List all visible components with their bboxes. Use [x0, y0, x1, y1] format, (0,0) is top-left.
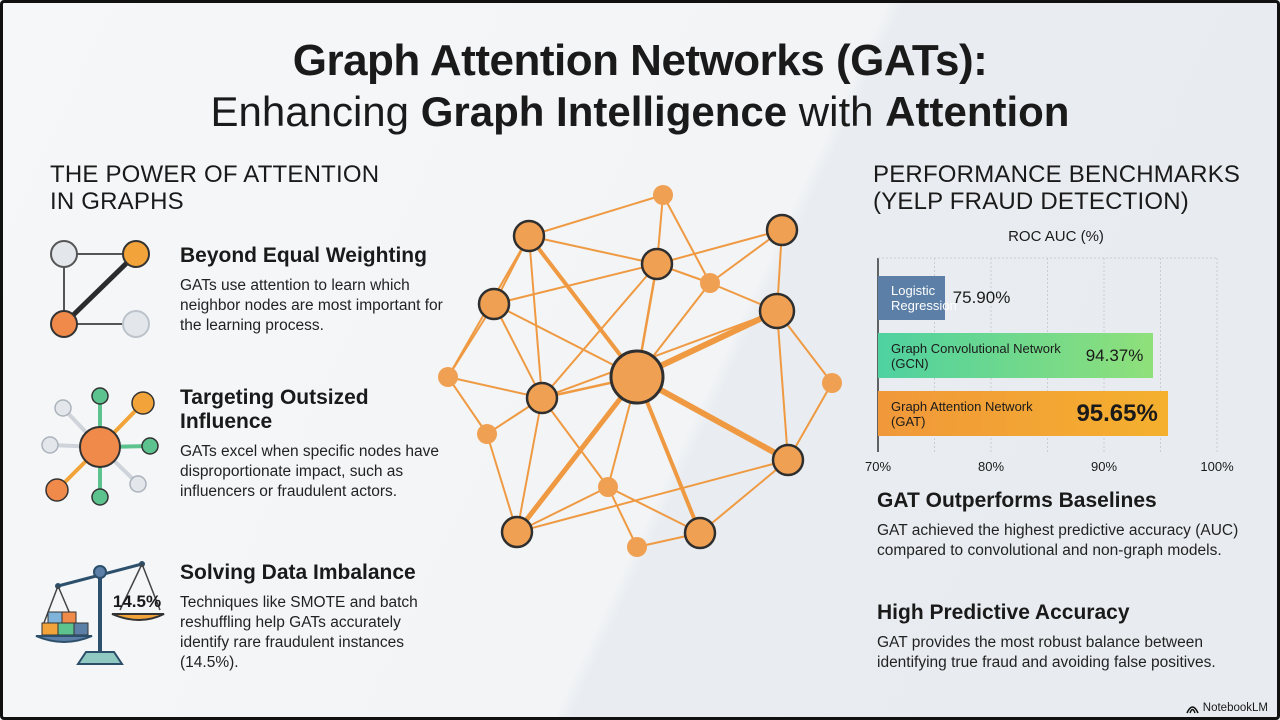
graph-edge [527, 234, 639, 379]
bar-category-label: Graph Convolutional Network (GCN) [891, 340, 1061, 371]
graph-edge [656, 229, 783, 265]
brand-name: NotebookLM [1202, 702, 1268, 714]
graph-edge [528, 235, 658, 265]
graph-node [438, 367, 458, 387]
graph-edge [528, 235, 543, 399]
graph-edge [607, 486, 638, 548]
chart-tick-label: 90% [1090, 459, 1118, 474]
graph-edge [607, 486, 701, 534]
graph-edge [662, 194, 711, 284]
attention-graph-illustration [438, 185, 842, 557]
bar-value-label: 75.90% [952, 288, 1011, 308]
title-text: Enhancing [210, 88, 421, 135]
graph-edge [528, 194, 664, 237]
graph-edge [634, 374, 791, 463]
heading-line: (YELP FRAUD DETECTION) [873, 188, 1189, 215]
item-text: Techniques like SMOTE and batch reshuffl… [180, 594, 418, 671]
graph-edge [541, 310, 778, 399]
item-text: GATs use attention to learn which neighb… [180, 277, 443, 334]
graph-edge [699, 459, 789, 534]
weighted-edge-icon [50, 240, 150, 338]
graph-node [627, 537, 647, 557]
graph-edge [514, 374, 640, 535]
graph-edge [541, 397, 609, 488]
graph-node [500, 515, 534, 549]
chart-tick-label: 80% [977, 459, 1005, 474]
graph-edge [516, 486, 609, 533]
graph-node [512, 219, 546, 253]
chart-tick-label: 70% [864, 459, 892, 474]
finding-text: GAT achieved the highest predictive accu… [877, 522, 1239, 559]
heading-line: THE POWER OF ATTENTION [50, 161, 380, 188]
title-line-1: Graph Attention Networks (GATs): [292, 36, 988, 85]
finding-title: High Predictive Accuracy [877, 601, 1130, 624]
graph-node [771, 443, 805, 477]
page-title: Graph Attention Networks (GATs): Enhanci… [0, 36, 1280, 136]
chart-tick-label: 100% [1200, 459, 1234, 474]
chart-bar: Logistic Regression [878, 276, 957, 320]
graph-node [477, 424, 497, 444]
graph-node [683, 516, 717, 550]
graph-node [758, 292, 796, 330]
item-text: GATs excel when specific nodes have disp… [180, 443, 440, 500]
item-title: Solving Data Imbalance [180, 561, 416, 584]
title-bold-text: Graph Intelligence [420, 88, 788, 135]
heading-line: IN GRAPHS [50, 188, 184, 215]
graph-node [653, 185, 673, 205]
brand-watermark: NotebookLM [1186, 702, 1268, 714]
graph-nodes [438, 185, 842, 557]
graph-edge [635, 375, 702, 535]
title-bold-text: Attention [885, 88, 1070, 135]
title-text: with [787, 88, 886, 135]
graph-edge [516, 459, 789, 533]
graph-node [700, 273, 720, 293]
heading-line: PERFORMANCE BENCHMARKS [873, 161, 1241, 188]
graph-edge [776, 310, 789, 461]
title-line-2: Enhancing Graph Intelligence with Attent… [0, 88, 1280, 136]
bar-category-label: Graph Attention Network (GAT) [891, 398, 1033, 429]
graph-edge [541, 263, 658, 399]
graph-node [765, 213, 799, 247]
graph-edge [493, 303, 543, 399]
graph-node [822, 373, 842, 393]
graph-node [477, 287, 511, 321]
graph-edge [493, 263, 658, 305]
item-title: Targeting Outsized Influence [180, 386, 369, 433]
graph-edge [486, 433, 518, 533]
chart-title: ROC AUC (%) [1008, 228, 1104, 245]
right-section-heading: PERFORMANCE BENCHMARKS (YELP FRAUD DETEC… [873, 161, 1240, 215]
graph-edge [516, 397, 543, 533]
notebooklm-logo-icon [1186, 705, 1199, 713]
graph-hub-node [609, 349, 665, 405]
graph-edge [447, 376, 488, 435]
item-title: Beyond Equal Weighting [180, 244, 427, 267]
hub-node-icon [41, 387, 159, 506]
finding-text: GAT provides the most robust balance bet… [877, 634, 1216, 671]
graph-node [598, 477, 618, 497]
balance-scale-icon: 14.5% [35, 561, 165, 665]
left-section-heading: THE POWER OF ATTENTION IN GRAPHS [50, 161, 379, 215]
chart-bar: Graph Convolutional Network (GCN) [878, 333, 1154, 378]
chart-bar: Graph Attention Network (GAT) [878, 391, 1168, 436]
scale-percentage-label: 14.5% [113, 592, 161, 611]
bar-category-label: Logistic Regression [891, 283, 957, 313]
bar-value-label: 94.37% [1085, 345, 1144, 365]
graph-node [640, 247, 674, 281]
finding-title: GAT Outperforms Baselines [877, 489, 1157, 512]
bar-value-label: 95.65% [1076, 399, 1158, 427]
graph-node [525, 381, 559, 415]
